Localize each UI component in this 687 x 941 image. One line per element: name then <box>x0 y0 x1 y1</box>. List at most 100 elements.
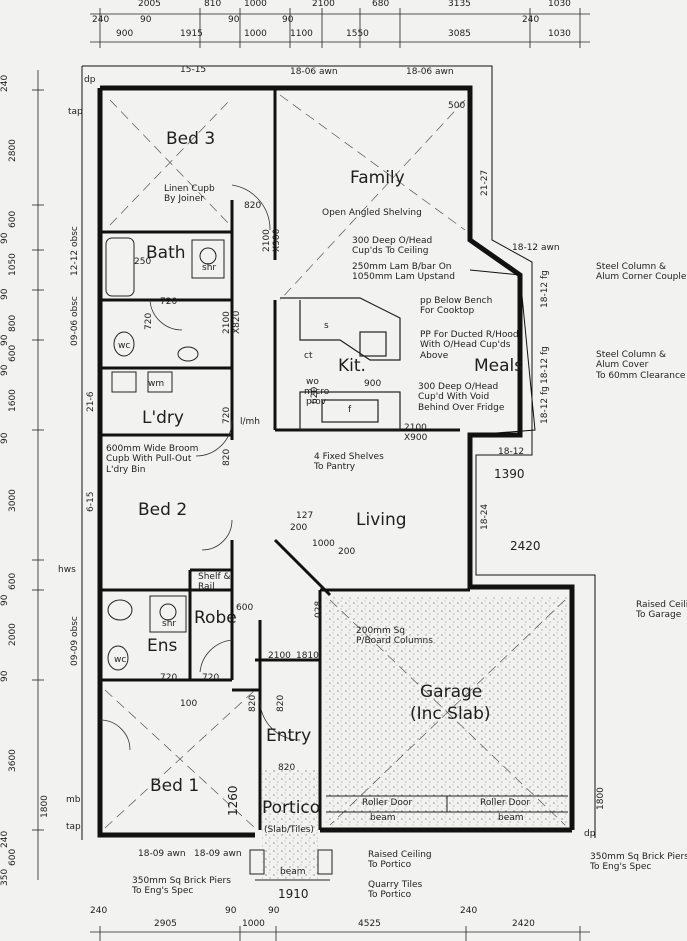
roller-door-label: Roller Door <box>362 798 413 808</box>
bottom-dim: 240 <box>90 906 108 916</box>
left-dim: 240 <box>0 74 10 92</box>
dim-label: 820 <box>222 448 232 466</box>
note-overhead-cupboards: 300 Deep O/Head Cup'ds To Ceiling <box>352 236 433 257</box>
top-dim: 3085 <box>448 29 471 39</box>
window-label: 18-06 awn <box>406 67 454 77</box>
left-dim: 90 <box>0 432 10 444</box>
left-dim: 1050 <box>8 253 18 276</box>
top-dim: 2100 <box>312 0 335 9</box>
room-label-portico-sub: (Slab/Tiles) <box>264 825 314 835</box>
dim-label: X900 <box>404 433 428 443</box>
left-dim: 600 <box>8 344 18 362</box>
note-steel-column-cover: Steel Column & Alum Cover To 60mm Cleara… <box>596 350 686 381</box>
garage-slab-fill <box>326 596 568 826</box>
note-board-columns: 200mm Sq P/Board Columns <box>356 626 433 647</box>
dim-label: 1910 <box>278 887 309 901</box>
shower-label: shr <box>162 619 177 629</box>
toilet-label: wc <box>114 655 127 665</box>
dim-label: 2100 <box>222 311 232 334</box>
room-label-robe: Robe <box>194 608 237 628</box>
window-label: 18-09 awn <box>138 849 186 859</box>
dim-label: 720 <box>160 297 178 307</box>
top-dim: 1915 <box>180 29 203 39</box>
tap-label: tap <box>68 107 83 117</box>
left-dim: 90 <box>0 594 10 606</box>
window-label: 21-27 <box>480 169 490 196</box>
dim-label: 820 <box>248 694 258 712</box>
top-dim: 1030 <box>548 29 571 39</box>
roller-door-label: Roller Door <box>480 798 531 808</box>
window-label: 09-09 obsc <box>70 616 80 666</box>
room-label-garage-sub: (Inc Slab) <box>410 704 491 724</box>
room-label-family: Family <box>350 168 405 188</box>
left-dim: 2800 <box>8 139 18 162</box>
fridge-label: f <box>348 405 352 415</box>
room-label-meals: Meals <box>474 356 524 376</box>
room-label-portico: Portico <box>262 798 321 818</box>
dim-label: 2100 <box>262 229 272 252</box>
dim-label: 1000 <box>312 539 335 549</box>
dim-label: 028 <box>314 600 324 618</box>
top-dimension-lines <box>90 8 590 48</box>
note-steel-column-coupler: Steel Column & Alum Corner Coupler <box>596 262 687 283</box>
top-dim: 90 <box>140 15 152 25</box>
note-brick-piers-left: 350mm Sq Brick Piers To Eng's Spec <box>132 876 231 897</box>
cooktop-label: ct <box>304 351 313 361</box>
meter-box-label: mb <box>66 795 81 805</box>
dim-label: 2420 <box>510 539 541 553</box>
microwave-label: micro <box>304 387 330 397</box>
note-linen-cupboard: Linen Cupb By Joiner <box>164 184 215 205</box>
beam-label: beam <box>370 813 396 823</box>
right-dim: 1800 <box>596 787 606 810</box>
left-dim: 350 <box>0 868 10 886</box>
left-dim: 800 <box>8 314 18 332</box>
beam-label: beam <box>280 867 306 877</box>
left-dim: 2000 <box>8 623 18 646</box>
window-label: 21-6 <box>86 391 96 412</box>
shower-label: shr <box>202 263 217 273</box>
note-rangehood-power: PP For Ducted R/Hood With O/Head Cup'ds … <box>420 330 519 361</box>
beam-label: beam <box>498 813 524 823</box>
left-dim: 240 <box>0 830 10 848</box>
exterior-walls <box>81 65 596 840</box>
dim-label: 200 <box>290 523 308 533</box>
room-label-living: Living <box>356 510 407 530</box>
top-dim: 240 <box>92 15 110 25</box>
room-label-bed2: Bed 2 <box>138 500 188 520</box>
left-dim: 3600 <box>8 749 18 772</box>
left-dim: 90 <box>0 288 10 300</box>
bath-fixtures <box>105 237 225 671</box>
top-dim: 900 <box>116 29 134 39</box>
window-label: 18-12 fg <box>540 270 550 308</box>
top-dim: 810 <box>204 0 222 9</box>
window-label: 6-15 <box>86 491 96 512</box>
top-dim: 90 <box>282 15 294 25</box>
dim-label: X900 <box>272 228 282 252</box>
left-dim: 90 <box>0 364 10 376</box>
top-dim: 1100 <box>290 29 313 39</box>
dim-label: 820 <box>276 694 286 712</box>
roller-door-lines <box>326 795 568 813</box>
bottom-dim: 2420 <box>512 919 535 929</box>
meals-bay <box>469 269 536 436</box>
top-dim: 1000 <box>244 0 267 9</box>
downpipe-label: dp <box>84 75 96 85</box>
note-fridge-cupboard: 300 Deep O/Head Cup'd With Void Behind O… <box>418 382 505 413</box>
dim-label: 1390 <box>494 467 525 481</box>
portico-tiles-fill <box>262 770 318 880</box>
room-label-bath: Bath <box>146 243 186 263</box>
window-label: 18-06 awn <box>290 67 338 77</box>
bottom-dimension-lines <box>90 926 590 941</box>
top-dim: 2005 <box>138 0 161 9</box>
left-dim: 90 <box>0 232 10 244</box>
dim-label: 250 <box>134 257 152 267</box>
toilet-label: wc <box>118 341 131 351</box>
window-label: 15-15 <box>180 65 207 75</box>
dim-label: 820 <box>278 763 296 773</box>
top-dim: 1000 <box>244 29 267 39</box>
top-dim: 90 <box>228 15 240 25</box>
left-dim: 90 <box>0 670 10 682</box>
top-dim: 3135 <box>448 0 471 9</box>
dim-label: X820 <box>232 310 242 334</box>
dim-label: 2100 <box>268 651 291 661</box>
